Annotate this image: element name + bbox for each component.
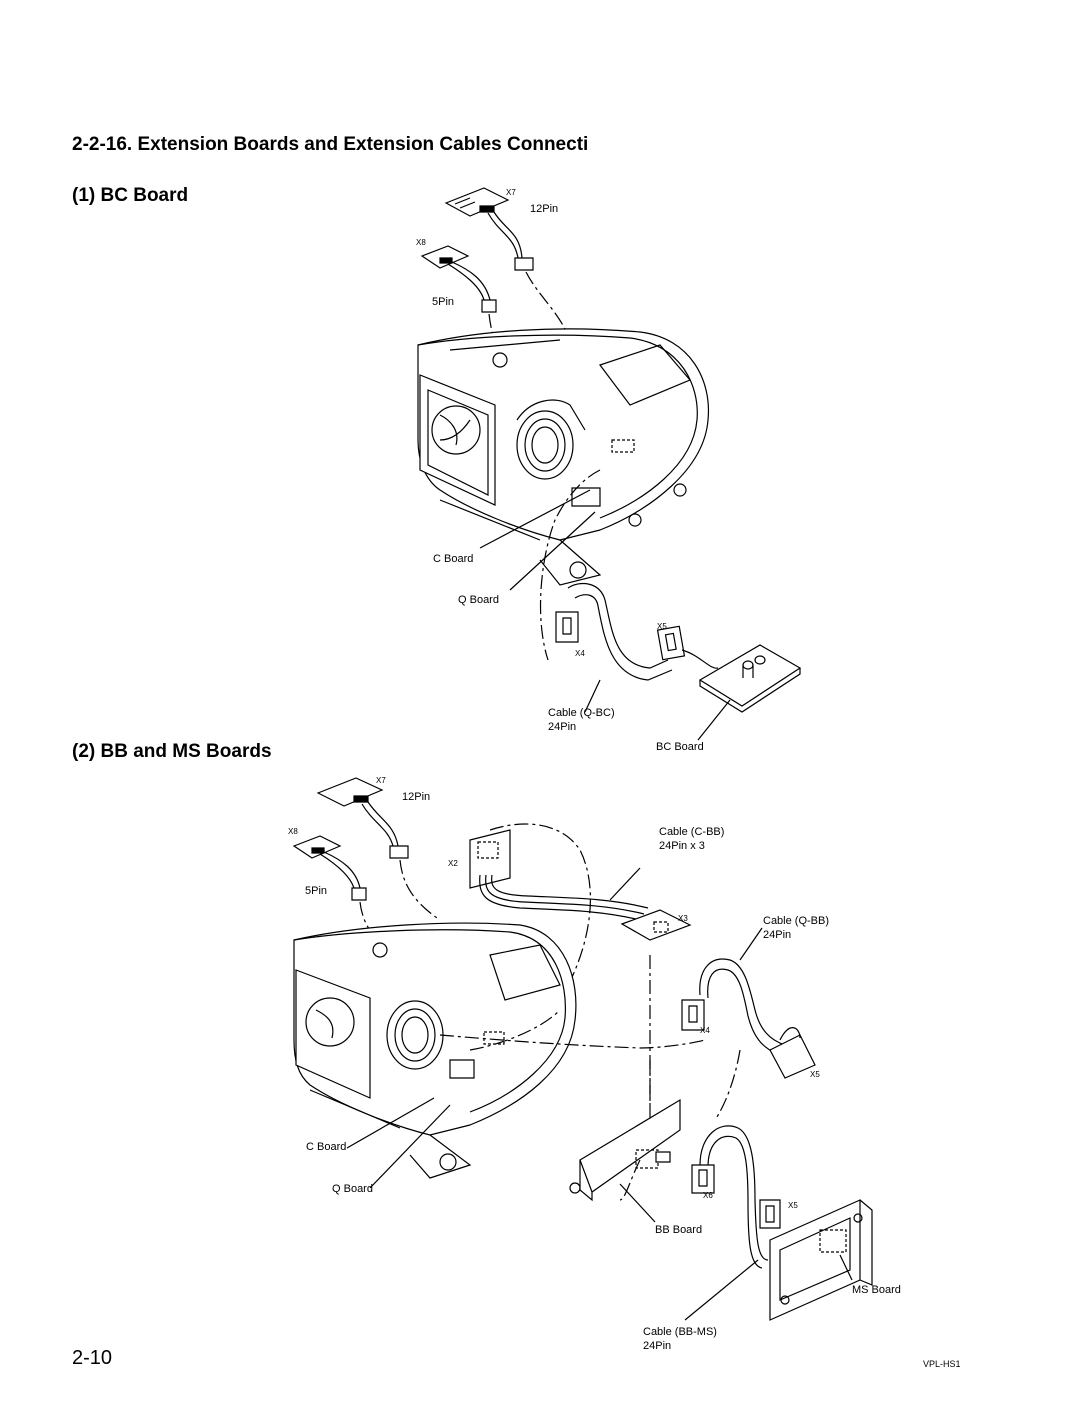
label-cable-q-bc: Cable (Q-BC) xyxy=(548,707,615,719)
label2-x2: X2 xyxy=(448,859,458,868)
label-5pin: 5Pin xyxy=(432,296,454,308)
label-c-board: C Board xyxy=(433,553,473,565)
label2-ms-board: MS Board xyxy=(852,1284,901,1296)
label2-cable-q-bb: Cable (Q-BB) xyxy=(763,915,829,927)
label-bc-board: BC Board xyxy=(656,741,704,753)
page-number: 2-10 xyxy=(72,1347,113,1369)
label2-x3: X3 xyxy=(678,914,688,923)
label2-q-board: Q Board xyxy=(332,1183,373,1195)
label2-5pin: 5Pin xyxy=(305,885,327,897)
bc-board-diagram: X7 12Pin X8 5Pin C Board Q Board X5 X4 C… xyxy=(416,0,1080,753)
label-x5: X5 xyxy=(657,622,667,631)
subsection-bc-board: (1) BC Board xyxy=(72,185,189,206)
label2-x7: X7 xyxy=(376,776,386,785)
label2-12pin: 12Pin xyxy=(402,791,430,803)
label-cable-q-bc-pins: 24Pin xyxy=(548,721,576,733)
label2-x8: X8 xyxy=(288,827,298,836)
bb-ms-boards-diagram: X7 12Pin X8 5Pin X2 Cable (C-BB) 24Pin x… xyxy=(288,776,901,1352)
label2-x6: X6 xyxy=(703,1191,713,1200)
label2-x5: X5 xyxy=(810,1070,820,1079)
label2-x5b: X5 xyxy=(788,1201,798,1210)
label2-x4: X4 xyxy=(700,1026,710,1035)
label2-cable-c-bb-pins: 24Pin x 3 xyxy=(659,840,705,852)
label2-bb-board: BB Board xyxy=(655,1224,702,1236)
label-q-board: Q Board xyxy=(458,594,499,606)
label2-cable-q-bb-pins: 24Pin xyxy=(763,929,791,941)
model-number: VPL-HS1 xyxy=(923,1359,961,1369)
label-x7: X7 xyxy=(506,188,516,197)
label-x4: X4 xyxy=(575,649,585,658)
label2-cable-bb-ms-pins: 24Pin xyxy=(643,1340,671,1352)
section-title: 2-2-16. Extension Boards and Extension C… xyxy=(72,134,589,155)
label2-c-board: C Board xyxy=(306,1141,346,1153)
label2-cable-bb-ms: Cable (BB-MS) xyxy=(643,1326,717,1338)
subsection-bb-ms-boards: (2) BB and MS Boards xyxy=(72,741,272,762)
label-12pin: 12Pin xyxy=(530,203,558,215)
label2-cable-c-bb: Cable (C-BB) xyxy=(659,826,724,838)
label-x8: X8 xyxy=(416,238,426,247)
